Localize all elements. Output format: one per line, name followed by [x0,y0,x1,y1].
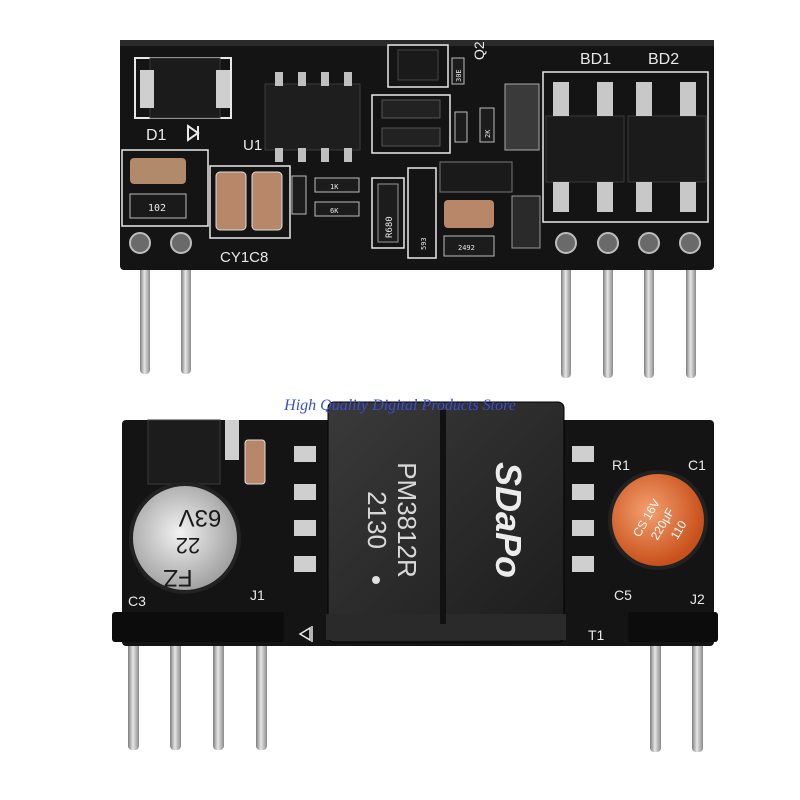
top-board-pins [140,262,696,378]
r2k-label: 2K [484,129,492,138]
u1-label: U1 [243,137,262,154]
watermark: High Quality Digital Products Store [283,397,516,414]
bottom-board: ZD 63V 22 FZ SDaPo PM3812R 213 [112,401,718,752]
capacitor-left: 63V 22 FZ [129,482,241,594]
c5-label: C5 [614,587,632,603]
cy1c8-label: CY1C8 [220,249,268,266]
r2492-label: 2492 [458,244,475,252]
transformer-model: PM3812R [392,462,422,578]
top-board: D1 U1 Q2 30E 2K BD1 BD2 [120,40,714,378]
r1-label: R1 [612,457,630,473]
bd1-label: BD1 [580,51,611,68]
c1-label: C1 [688,457,706,473]
d1-label: D1 [146,127,167,144]
cap-left-line3: FZ [163,564,192,591]
r680-label: R680 [385,216,395,238]
cap-left-line2: 22 [176,533,200,558]
r1k-label: 1K [330,183,339,191]
arrow-marker-icon [298,626,313,642]
bridge-rectifier-bd1 [545,82,625,212]
bridge-rectifier-bd2 [627,82,707,212]
r593-label: 593 [420,237,428,250]
r30-label: 30E [455,69,463,82]
capacitor-right: CS 16V 220μF 110 [608,470,708,570]
t1-label: T1 [588,627,605,643]
bd2-label: BD2 [648,51,679,68]
cap-left-line1: 63V [179,504,222,531]
q2-label: Q2 [471,41,487,60]
j1-label: J1 [250,587,265,603]
transformer-date-code: 2130 [362,491,392,549]
j2-label: J2 [690,591,705,607]
diode-symbol-icon [187,124,200,142]
transformer: SDaPo PM3812R 2130 [326,401,566,643]
bottom-board-pins [128,628,703,752]
r102-label: 102 [148,203,166,214]
transformer-brand: SDaPo [488,462,529,578]
r6k-label: 6K [330,207,339,215]
c3-label: C3 [128,593,146,609]
